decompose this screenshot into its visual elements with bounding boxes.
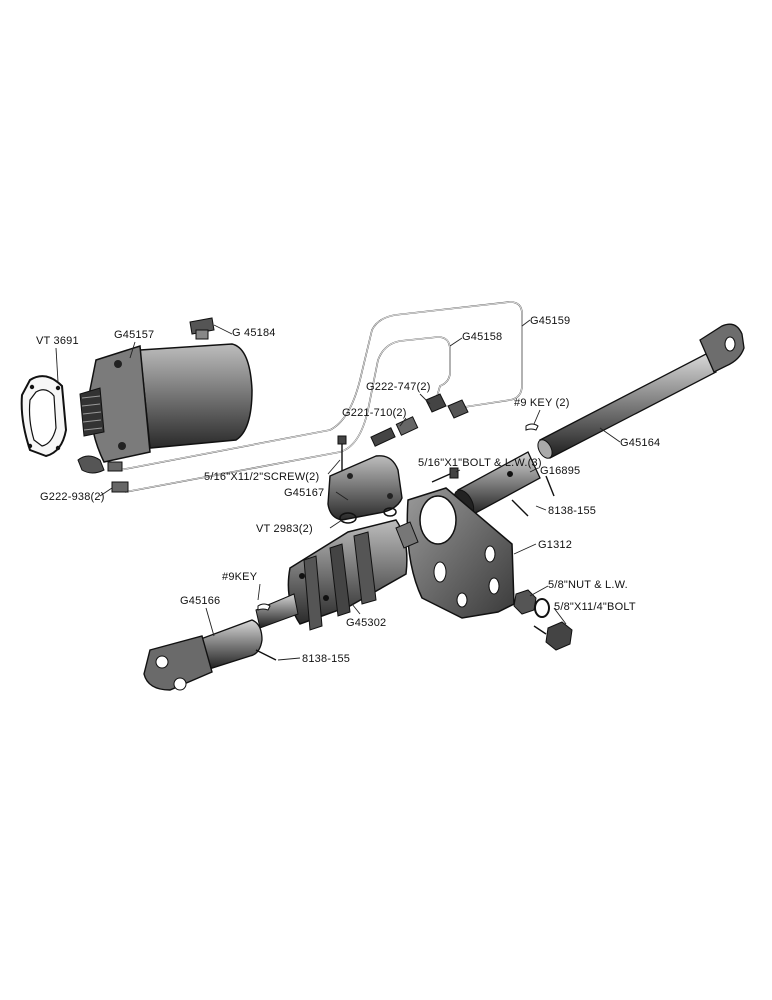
label-g45158: G45158: [462, 331, 502, 343]
label-bolt-5-16: 5/16"X1"BOLT & L.W.(3): [418, 457, 542, 469]
pin-8138-155-lower: [255, 649, 277, 661]
hydraulic-tube-g45159: [119, 301, 523, 471]
label-g1312: G1312: [538, 539, 572, 551]
label-bolt-5-8: 5/8"X11/4"BOLT: [554, 601, 636, 613]
leader-lines: [55, 319, 621, 661]
yoke-shaft-g45166: [143, 619, 263, 691]
label-g45166: G45166: [180, 595, 220, 607]
shaft-g45164: [537, 323, 745, 459]
label-key9-2: #9 KEY (2): [514, 397, 570, 409]
label-8138-155-upper: 8138-155: [548, 505, 596, 517]
label-g16895: G16895: [540, 465, 580, 477]
hydraulic-tube-g45158: [124, 336, 451, 493]
label-nut-5-8: 5/8"NUT & L.W.: [548, 579, 628, 591]
o-ring-vt2983: [339, 507, 397, 524]
label-g222-747: G222-747(2): [366, 381, 431, 393]
filler-plug-g45184: [189, 317, 215, 340]
label-g221-710: G221-710(2): [342, 407, 407, 419]
label-key9: #9KEY: [222, 571, 258, 583]
nut-5-8: [513, 589, 550, 618]
label-g45184: G 45184: [232, 327, 276, 339]
fitting-g221-710: [370, 416, 419, 447]
label-8138-155-lower: 8138-155: [302, 653, 350, 665]
hydraulic-pump-g45157: [79, 343, 253, 463]
label-vt2983: VT 2983(2): [256, 523, 313, 535]
label-g45164: G45164: [620, 437, 660, 449]
label-g45167: G45167: [284, 487, 324, 499]
bolt-5-8x1-1-4: [533, 621, 573, 651]
label-g45159: G45159: [530, 315, 570, 327]
elbow-fitting-g222-938: [77, 455, 129, 493]
valve-cap-g45167: [327, 455, 403, 521]
key-9-upper: [525, 423, 539, 431]
label-g222-938: G222-938(2): [40, 491, 105, 503]
label-vt3691: VT 3691: [36, 335, 79, 347]
key-9-lower: [257, 603, 271, 611]
label-screw-5-16: 5/16"X11/2"SCREW(2): [204, 471, 319, 483]
bolt-5-16x1: [431, 467, 459, 483]
mounting-bracket-g1312: [406, 487, 515, 619]
tube-fitting-g222-747: [425, 393, 469, 419]
label-g45302: G45302: [346, 617, 386, 629]
pin-8138-155-upper: [511, 475, 555, 517]
valve-body-g45302: [255, 519, 419, 631]
label-g45157: G45157: [114, 329, 154, 341]
gasket-vt3691: [20, 375, 68, 458]
